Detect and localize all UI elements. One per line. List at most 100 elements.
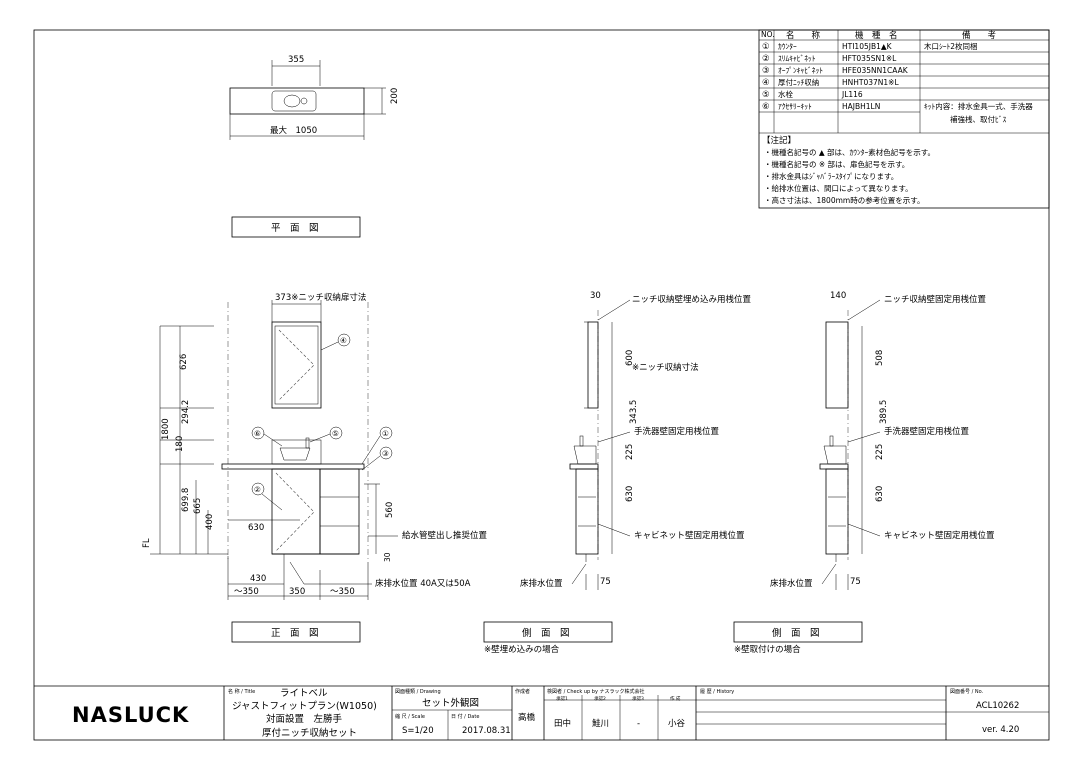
side-a-dim-30: 30 [590,291,601,301]
side-b-note-cab: キャビネット壁固定用桟位置 [884,530,995,541]
table-row-no: ⑥ [762,102,770,112]
title-block: NASLUCK 名 称 / Title ライトベル ジャストフィットプラン(W1… [34,685,1049,740]
note-line: ・機種名記号の ※ 部は、扉色記号を示す。 [764,159,909,169]
table-row-name: ｵｰﾌﾟﾝｷｬﾋﾞﾈｯﾄ [778,66,823,75]
table-row-model: HFT035SN1※L [842,54,897,63]
title-caption: 名 称 / Title [228,688,255,695]
title-line-2: ジャストフィットプラン(W1050) [232,701,377,712]
table-row-no: ④ [762,78,770,88]
table-row-model: HAJBH1LN [842,102,880,111]
company-logo: NASLUCK [72,703,189,727]
side-b-note-bowl: 手洗器壁固定用桟位置 [884,426,970,437]
front-dim-30: 30 [383,552,392,562]
balloon-3: ③ [361,446,393,471]
plan-dim-width: 最大 1050 [270,125,317,136]
note-line: ・排水金具はｼﾞｬﾊﾞﾗｰｽﾀｲﾌﾟになります。 [764,171,898,181]
balloon-4: ④ [320,333,351,351]
note-line: ・高さ寸法は、1800mm時の参考位置を示す。 [764,195,924,205]
front-dim-niche: 373※ニッチ収納扉寸法 [275,292,366,303]
table-row-note: ｷｯﾄ内容：排水金具一式、手洗器 [924,101,1033,111]
svg-text:⑥: ⑥ [254,429,261,438]
no-caption: 図面番号 / No. [950,688,984,695]
title-line-4: 厚付ニッチ収納セット [262,727,357,739]
front-dim-180: 180 [175,436,185,452]
notes-title: 【注記】 [762,135,796,146]
side-b-dim-630: 630 [875,486,885,502]
front-view-label: 正 面 図 [271,628,319,639]
table-header-name: 名 称 [786,30,821,41]
side-b-sub: ※壁取付けの場合 [734,644,801,655]
table-row-name: ｱｸｾｻﾘｰｷｯﾄ [778,102,812,111]
scale-value: S=1/20 [402,726,434,736]
table-row-model: HTI105JB1▲K [842,42,893,51]
front-dim-430: 430 [250,574,266,584]
version: ver. 4.20 [982,725,1019,735]
table-row-no: ③ [762,66,770,76]
check-head: 承認2 [594,695,606,702]
drawn-by: 高橋 [518,712,536,723]
front-dim-350-left: ～350 [234,587,259,597]
drawing-caption: 図面種類 / Drawing [395,688,441,695]
drawing-number: ACL10262 [976,701,1019,711]
balloon-2: ② [251,482,283,511]
check-head: 承認1 [556,695,568,702]
svg-text:①: ① [382,429,389,438]
date-value: 2017.08.31 [462,726,511,736]
scale-caption: 縮 尺 / Scale [395,713,425,720]
side-a-dim-225: 225 [625,444,635,460]
plan-view-label: 平 面 図 [271,223,319,234]
side-b-dim-225: 225 [875,444,885,460]
table-row-name: ｶｳﾝﾀｰ [778,42,797,51]
note-line: ・給排水位置は、間口によって異なります。 [764,183,913,193]
front-dim-665: 665 [193,498,203,514]
front-dim-626: 626 [179,354,189,370]
supply-note: 給水管壁出し推奨位置 [402,530,488,541]
check-name: 鮭川 [592,718,609,729]
table-row-model: HNHT037N1※L [842,78,899,87]
side-b-drain: 床排水位置 [770,578,813,589]
table-header-model: 機 種 名 [855,30,898,41]
front-floor-mark: FL [142,538,152,548]
table-row-name: 水栓 [778,89,793,99]
front-dim-2942: 294.2 [181,400,191,424]
svg-text:④: ④ [340,336,347,345]
side-view-wall: 140 ニッチ収納壁固定用桟位置 508 389.5 手洗器壁固定用桟位置 22… [733,291,995,655]
side-a-dim-630: 630 [625,486,635,502]
side-a-dim-600: 600 [625,350,635,366]
side-a-note-cab: キャビネット壁固定用桟位置 [634,530,745,541]
front-dim-1800: 1800 [161,418,171,440]
check-caption: 検図者 / Check up by ナスラック株式会社 [547,688,645,695]
svg-text:②: ② [254,485,261,494]
table-row-note-2: 補強桟、取付ﾋﾞｽ [950,114,1006,124]
title-line-1: ライトベル [280,688,328,699]
drawn-caption: 作成者 [515,688,530,695]
front-dim-630: 630 [248,523,264,533]
side-a-label: 側 面 図 [522,627,570,639]
table-header-no: NO. [761,30,775,39]
drain-note: 床排水位置 40A又は50A [375,578,471,589]
side-b-dim-75: 75 [850,577,861,587]
sheet-border [33,29,1050,741]
check-head: 承認3 [632,695,644,702]
front-dim-6998: 699.8 [181,488,191,512]
table-row-no: ② [762,54,770,64]
front-dim-350-mid: 350 [289,587,305,597]
side-view-embedded: 30 ニッチ収納壁埋め込み用桟位置 600 ※ニッチ収納寸法 343.5 手洗器… [483,291,752,655]
balloon-5: ⑤ [309,426,343,443]
side-a-dim-75: 75 [600,577,611,587]
side-a-note-bowl: 手洗器壁固定用桟位置 [634,426,720,437]
table-row-note: 木口ｼｰﾄ2枚同梱 [924,41,978,51]
parts-table: NO. 名 称 機 種 名 備 考 ① ｶｳﾝﾀｰ HTI105JB1▲K 木口… [758,29,1050,209]
date-caption: 日 付 / Date [451,713,479,720]
svg-text:⑤: ⑤ [332,429,339,438]
drawing-type: セット外観図 [422,697,479,709]
check-name: 小谷 [668,718,686,729]
side-a-note-top: ニッチ収納壁埋め込み用桟位置 [632,294,752,305]
side-b-note-top: ニッチ収納壁固定用桟位置 [884,294,987,305]
check-name: 田中 [554,718,571,729]
table-row-name: ｽﾘﾑｷｬﾋﾞﾈｯﾄ [778,54,816,63]
table-row-model: HFE035NN1CAAK [842,66,909,75]
table-row-no: ⑤ [762,90,770,100]
check-head: 作 成 [670,695,681,702]
